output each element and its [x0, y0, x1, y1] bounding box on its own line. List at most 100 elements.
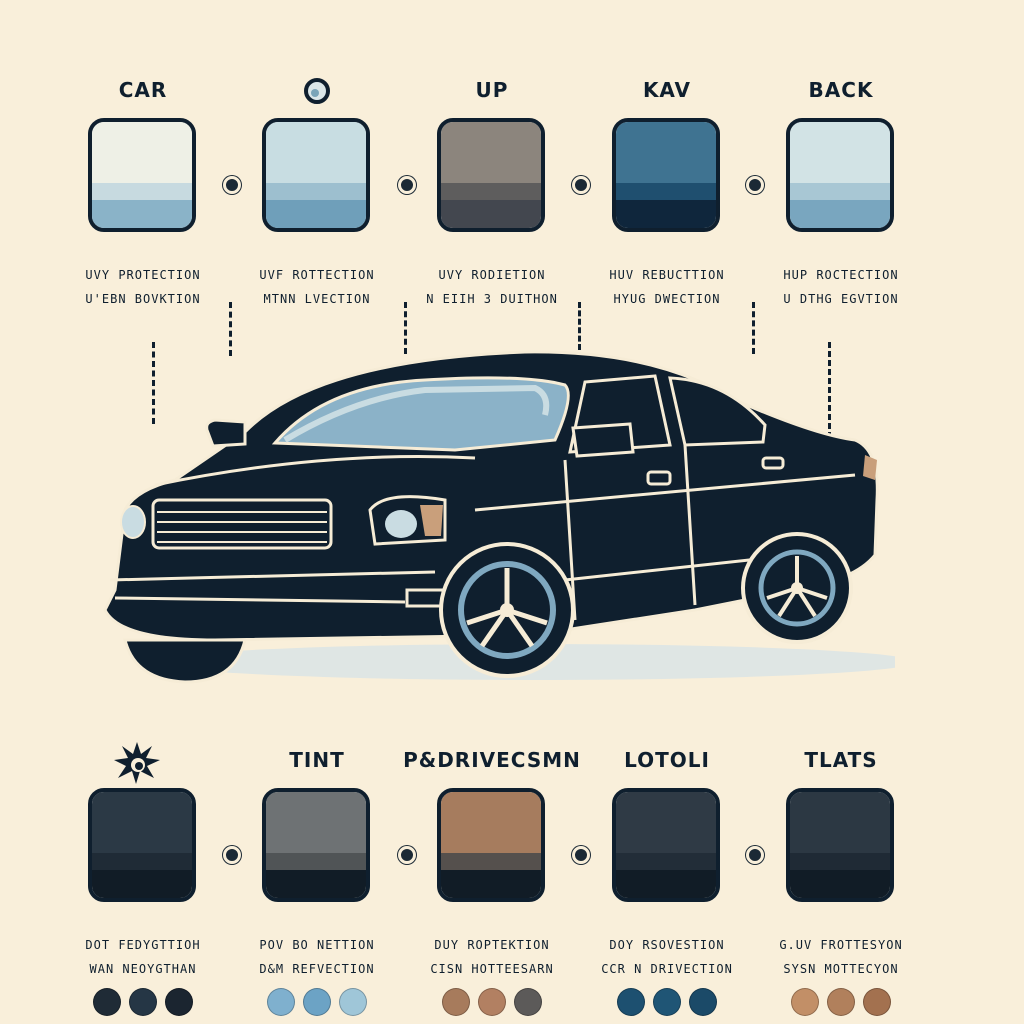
swatch-band-light	[266, 792, 366, 854]
tint-caption-line2: D&M REFVECTION	[259, 962, 375, 976]
color-dot[interactable]	[514, 988, 542, 1016]
windshield	[271, 376, 570, 452]
swatch-band-dark	[616, 200, 716, 228]
swatch-band-mid	[441, 853, 541, 871]
tint-caption-line1: POV BO NETTION	[259, 938, 375, 952]
color-dot[interactable]	[689, 988, 717, 1016]
tint-caption-line2: CCR N DRIVECTION	[601, 962, 733, 976]
tint-caption-line1: HUV REBUCTTION	[609, 268, 725, 282]
swatch-band-mid	[266, 853, 366, 871]
color-dot[interactable]	[165, 988, 193, 1016]
top-tint-row: CAR UVY PROTECTION U'EBN BOVKTION UVF RO…	[0, 70, 1024, 320]
swatch-band-mid	[616, 853, 716, 871]
tint-caption-line2: U'EBN BOVKTION	[85, 292, 201, 306]
tint-swatch[interactable]	[88, 788, 196, 902]
tint-title: P&DRIVECSMN	[403, 748, 581, 772]
swatch-band-light	[441, 122, 541, 184]
tint-caption-line1: DOY RSOVESTION	[609, 938, 725, 952]
swatch-band-dark	[441, 870, 541, 898]
color-dot-group	[232, 988, 402, 1016]
tint-caption-line2: CISN HOTTEESARN	[430, 962, 554, 976]
tint-swatch[interactable]	[88, 118, 196, 232]
splash-logo-icon	[114, 742, 160, 784]
connector-dot	[572, 846, 590, 864]
leader-line	[752, 302, 755, 354]
tint-swatch[interactable]	[262, 788, 370, 902]
tint-title: TLATS	[804, 748, 878, 772]
tint-caption-line1: HUP ROCTECTION	[783, 268, 899, 282]
tint-caption-line1: UVY RODIETION	[438, 268, 546, 282]
swatch-band-mid	[441, 183, 541, 201]
swatch-band-dark	[790, 870, 890, 898]
tint-swatch[interactable]	[786, 118, 894, 232]
swatch-band-light	[790, 122, 890, 184]
tint-title: BACK	[808, 78, 874, 102]
connector-dot	[223, 846, 241, 864]
tint-caption-line2: HYUG DWECTION	[613, 292, 721, 306]
swatch-band-mid	[92, 183, 192, 201]
sedan-illustration	[103, 350, 895, 684]
color-dot[interactable]	[129, 988, 157, 1016]
tint-caption-line2: WAN NEOYGTHAN	[89, 962, 197, 976]
bottom-tint-row: DOT FEDYGTTIOH WAN NEOYGTHAN TINT POV BO…	[0, 740, 1024, 1016]
swatch-band-light	[441, 792, 541, 854]
color-dot-group	[756, 988, 926, 1016]
color-dot-group	[407, 988, 577, 1016]
tint-caption-line2: SYSN MOTTECYON	[783, 962, 899, 976]
swatch-band-mid	[790, 853, 890, 871]
swatch-band-mid	[92, 853, 192, 871]
connector-dot	[223, 176, 241, 194]
leader-line	[152, 342, 155, 424]
rear-side-window	[668, 376, 767, 447]
tint-swatch[interactable]	[262, 118, 370, 232]
color-dot[interactable]	[442, 988, 470, 1016]
leader-line	[828, 342, 831, 438]
connector-dot	[398, 176, 416, 194]
tint-title: TINT	[289, 748, 345, 772]
swatch-band-light	[92, 122, 192, 184]
front-wheel	[439, 542, 575, 678]
tint-swatch[interactable]	[612, 788, 720, 902]
swatch-band-dark	[266, 870, 366, 898]
color-dot[interactable]	[827, 988, 855, 1016]
color-dot[interactable]	[478, 988, 506, 1016]
tint-caption-line2: U DTHG EGVTION	[783, 292, 899, 306]
leader-line	[404, 302, 407, 354]
leader-line	[578, 302, 581, 350]
tint-caption-line2: MTNN LVECTION	[263, 292, 371, 306]
swatch-band-mid	[616, 183, 716, 201]
tint-title: LOTOLI	[624, 748, 710, 772]
color-dot[interactable]	[863, 988, 891, 1016]
color-dot[interactable]	[653, 988, 681, 1016]
leader-line	[229, 302, 232, 356]
swatch-band-dark	[441, 200, 541, 228]
color-dot[interactable]	[339, 988, 367, 1016]
tint-swatch[interactable]	[612, 118, 720, 232]
color-dot[interactable]	[267, 988, 295, 1016]
swatch-band-dark	[790, 200, 890, 228]
swatch-band-dark	[92, 200, 192, 228]
tint-swatch[interactable]	[437, 118, 545, 232]
swatch-band-mid	[266, 183, 366, 201]
tint-title: UP	[475, 78, 509, 102]
swatch-band-light	[616, 792, 716, 854]
front-grille	[151, 498, 333, 550]
tint-swatch[interactable]	[786, 788, 894, 902]
tint-caption-line1: DOT FEDYGTTIOH	[85, 938, 201, 952]
color-dot[interactable]	[93, 988, 121, 1016]
color-dot[interactable]	[303, 988, 331, 1016]
connector-dot	[398, 846, 416, 864]
tint-caption-line1: DUY ROPTEKTION	[434, 938, 550, 952]
color-dot[interactable]	[617, 988, 645, 1016]
tint-caption-line2: N EIIH 3 DUITHON	[426, 292, 558, 306]
connector-dot	[572, 176, 590, 194]
swatch-band-light	[616, 122, 716, 184]
side-mirror	[571, 422, 635, 458]
color-dot[interactable]	[791, 988, 819, 1016]
swatch-band-dark	[266, 200, 366, 228]
connector-dot	[746, 846, 764, 864]
tint-caption-line1: G.UV FROTTESYON	[779, 938, 903, 952]
swatch-band-light	[790, 792, 890, 854]
swatch-band-dark	[92, 870, 192, 898]
tint-swatch[interactable]	[437, 788, 545, 902]
